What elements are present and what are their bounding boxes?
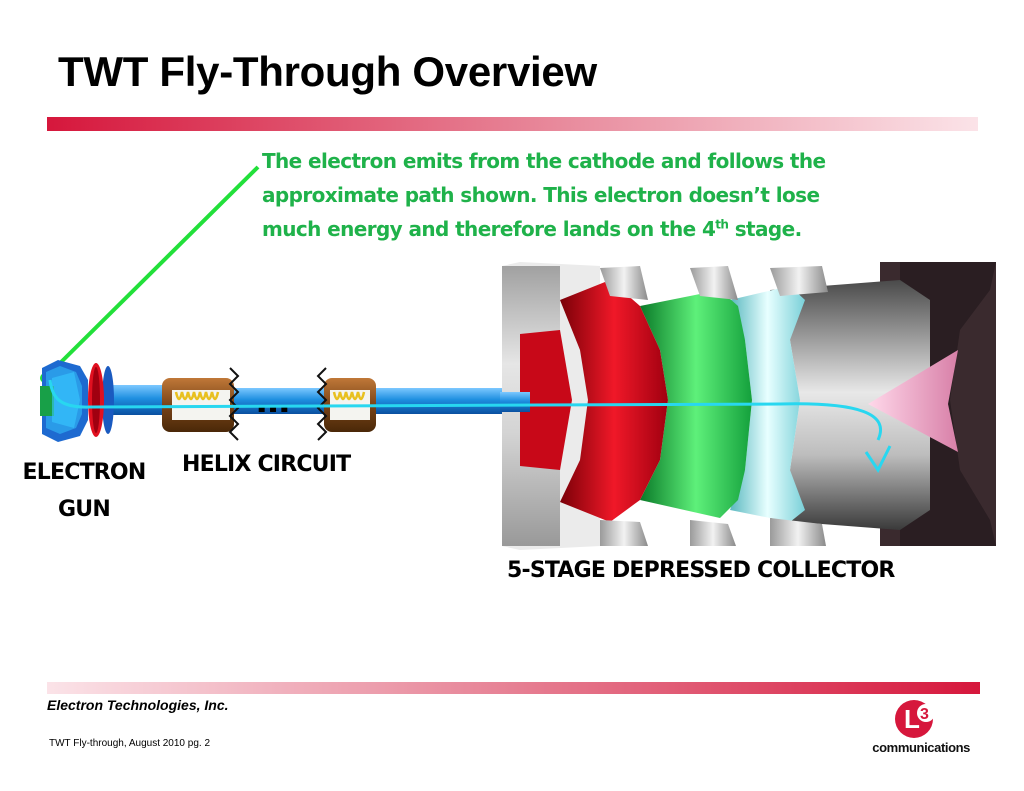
- title-underline-bar: [47, 117, 978, 131]
- l3-logo: L 3 communications: [858, 700, 970, 760]
- footer-page-info: TWT Fly-through, August 2010 pg. 2: [49, 738, 211, 749]
- svg-text:L: L: [904, 704, 920, 734]
- label-electron-gun: ELECTRON GUN: [14, 454, 154, 528]
- label-electron-gun-line-1: ELECTRON: [22, 460, 147, 485]
- helix-circuit-block-1: [162, 367, 240, 441]
- l3-logo-mark: L 3: [895, 700, 935, 738]
- callout-line-1: The electron emits from the cathode and …: [262, 149, 826, 173]
- collector-stage-2: [560, 280, 668, 522]
- footer-company: Electron Technologies, Inc.: [47, 697, 229, 713]
- label-electron-gun-line-2: GUN: [58, 497, 111, 522]
- electron-path: [48, 379, 882, 441]
- callout-line-3-end: stage.: [728, 217, 802, 241]
- helix-circuit-block-2: [316, 367, 376, 441]
- label-helix-circuit: HELIX CIRCUIT: [182, 452, 351, 477]
- callout-line-3-text: much energy and therefore lands on the 4: [262, 217, 716, 241]
- depressed-collector: [500, 262, 996, 550]
- footer-bar: [47, 682, 980, 694]
- callout-text: The electron emits from the cathode and …: [262, 144, 902, 246]
- electron-path-arrowhead: [864, 445, 892, 473]
- collector-stage-5: [770, 280, 930, 530]
- callout-superscript: th: [715, 217, 729, 232]
- l3-logo-mark-digit: 3: [920, 706, 929, 723]
- callout-line-3: much energy and therefore lands on the 4…: [262, 212, 902, 246]
- collector-spike: [868, 350, 958, 452]
- callout-line-2: approximate path shown. This electron do…: [262, 183, 820, 207]
- l3-logo-text: communications: [872, 740, 970, 755]
- label-depressed-collector: 5-STAGE DEPRESSED COLLECTOR: [507, 558, 895, 583]
- callout-pointer-line: [43, 165, 260, 380]
- helix-ellipsis: …: [256, 381, 290, 421]
- slide-title: TWT Fly-Through Overview: [58, 48, 597, 95]
- electron-gun: [40, 360, 170, 442]
- collector-stage-1: [520, 330, 572, 470]
